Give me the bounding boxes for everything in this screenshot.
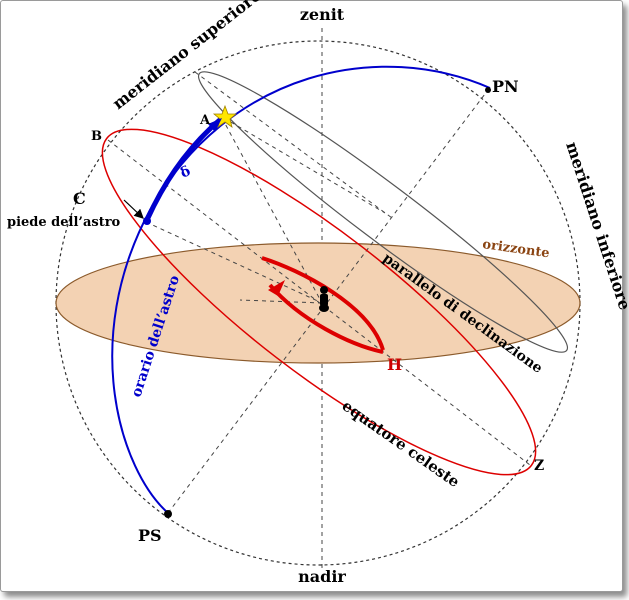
upper-meridian-label: meridiano superiore bbox=[109, 0, 265, 113]
south-pole-label: PS bbox=[138, 526, 162, 545]
foot-radius bbox=[145, 221, 323, 304]
hour-angle-arrowhead bbox=[268, 280, 285, 296]
point-z-label: Z bbox=[534, 458, 544, 474]
foot-pointer bbox=[123, 199, 144, 219]
south-pole-point bbox=[164, 510, 172, 518]
star-parallel-radius bbox=[223, 117, 386, 214]
parallel-diameter bbox=[194, 71, 393, 219]
zenith-label: zenit bbox=[300, 5, 345, 24]
star-foot-label: piede dell’astro bbox=[7, 215, 121, 230]
north-pole-point bbox=[485, 87, 491, 93]
north-pole-label: PN bbox=[492, 77, 519, 96]
lower-meridian-label: meridiano inferiore bbox=[562, 139, 629, 312]
point-b-label: B bbox=[91, 129, 102, 144]
point-c-label: C bbox=[73, 189, 86, 208]
nadir-label: nadir bbox=[298, 567, 346, 586]
point-a-label: A bbox=[199, 113, 211, 128]
declination-arrowhead bbox=[208, 118, 222, 132]
hour-angle-arc-bottom bbox=[268, 283, 384, 354]
star-radius bbox=[221, 117, 323, 304]
observer-icon bbox=[319, 286, 329, 312]
celestial-equator-label: equatore celeste bbox=[339, 397, 463, 492]
declination-parallel bbox=[197, 71, 569, 353]
celestial-equator bbox=[101, 128, 537, 476]
hour-angle-arc-top bbox=[261, 256, 385, 351]
star-foot-point bbox=[143, 217, 151, 225]
hour-angle-label: H bbox=[387, 355, 402, 374]
hour-angle-radius bbox=[239, 299, 323, 304]
declination-label: δ bbox=[178, 163, 193, 181]
